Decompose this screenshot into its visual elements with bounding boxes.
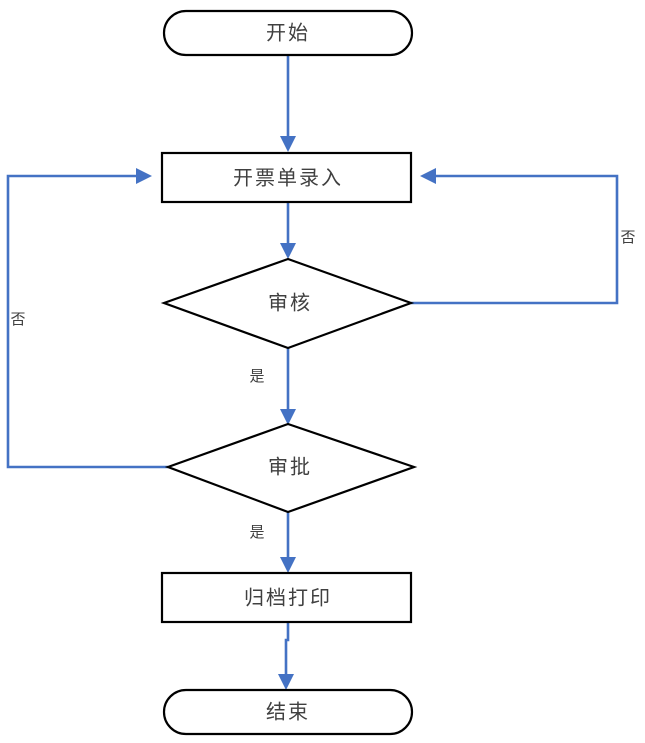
node-approve[interactable]: 审批	[164, 422, 418, 514]
edge-label-review-no: 否	[620, 228, 635, 246]
node-start[interactable]: 开始	[162, 9, 414, 57]
node-review[interactable]: 审核	[160, 257, 415, 350]
node-archive[interactable]: 归档打印	[160, 571, 413, 624]
edge-label-approve-no: 否	[10, 310, 25, 328]
node-end[interactable]: 结束	[162, 688, 414, 736]
node-review-label: 审核	[268, 291, 312, 315]
edge-archive-to-end	[278, 622, 294, 690]
node-start-label: 开始	[266, 21, 310, 45]
edge-review-yes: 是	[249, 348, 296, 425]
node-end-label: 结束	[266, 700, 310, 724]
edge-start-to-entry	[280, 55, 296, 152]
edge-approve-yes: 是	[249, 512, 296, 573]
edge-approve-no: 否	[6, 168, 168, 469]
edge-review-no: 否	[411, 168, 636, 305]
edge-entry-to-review	[280, 202, 296, 259]
node-entry[interactable]: 开票单录入	[160, 151, 413, 204]
node-archive-label: 归档打印	[244, 586, 332, 610]
edge-label-review-yes: 是	[249, 367, 264, 385]
node-approve-label: 审批	[268, 455, 312, 479]
node-entry-label: 开票单录入	[233, 166, 343, 190]
edge-label-approve-yes: 是	[249, 523, 264, 541]
